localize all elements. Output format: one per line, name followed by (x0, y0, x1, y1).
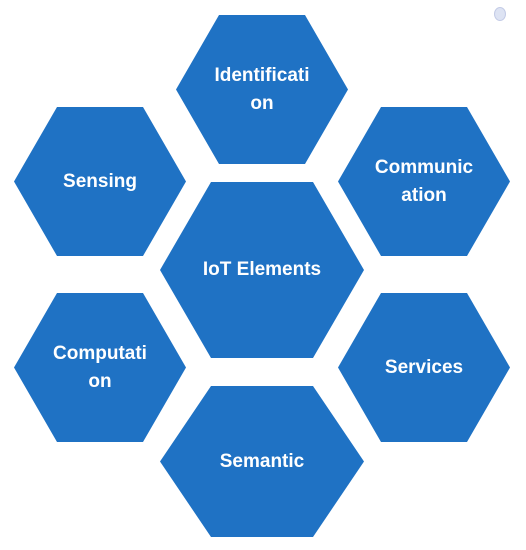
hexagon-services: Services (338, 293, 510, 442)
hexagon-identification: Identificati on (176, 15, 348, 164)
hexagon-semantic: Semantic (160, 386, 364, 537)
hexagon-sensing-label: Sensing (63, 170, 137, 192)
hexagon-computation: Computati on (14, 293, 186, 442)
hexagon-center-label: IoT Elements (202, 259, 322, 281)
hexagon-services-label: Services (384, 356, 464, 378)
decorative-dot (494, 7, 506, 21)
hexagon-center-iot-elements: IoT Elements (160, 182, 364, 358)
hexagon-semantic-label: Semantic (219, 450, 305, 472)
hexagon-sensing: Sensing (14, 107, 186, 256)
hexagon-communication: Communic ation (338, 107, 510, 256)
hexagon-computation-label: Computati on (53, 342, 147, 392)
hexagon-communication-label: Communic ation (374, 156, 474, 206)
hexagon-identification-label: Identificati on (214, 64, 310, 114)
